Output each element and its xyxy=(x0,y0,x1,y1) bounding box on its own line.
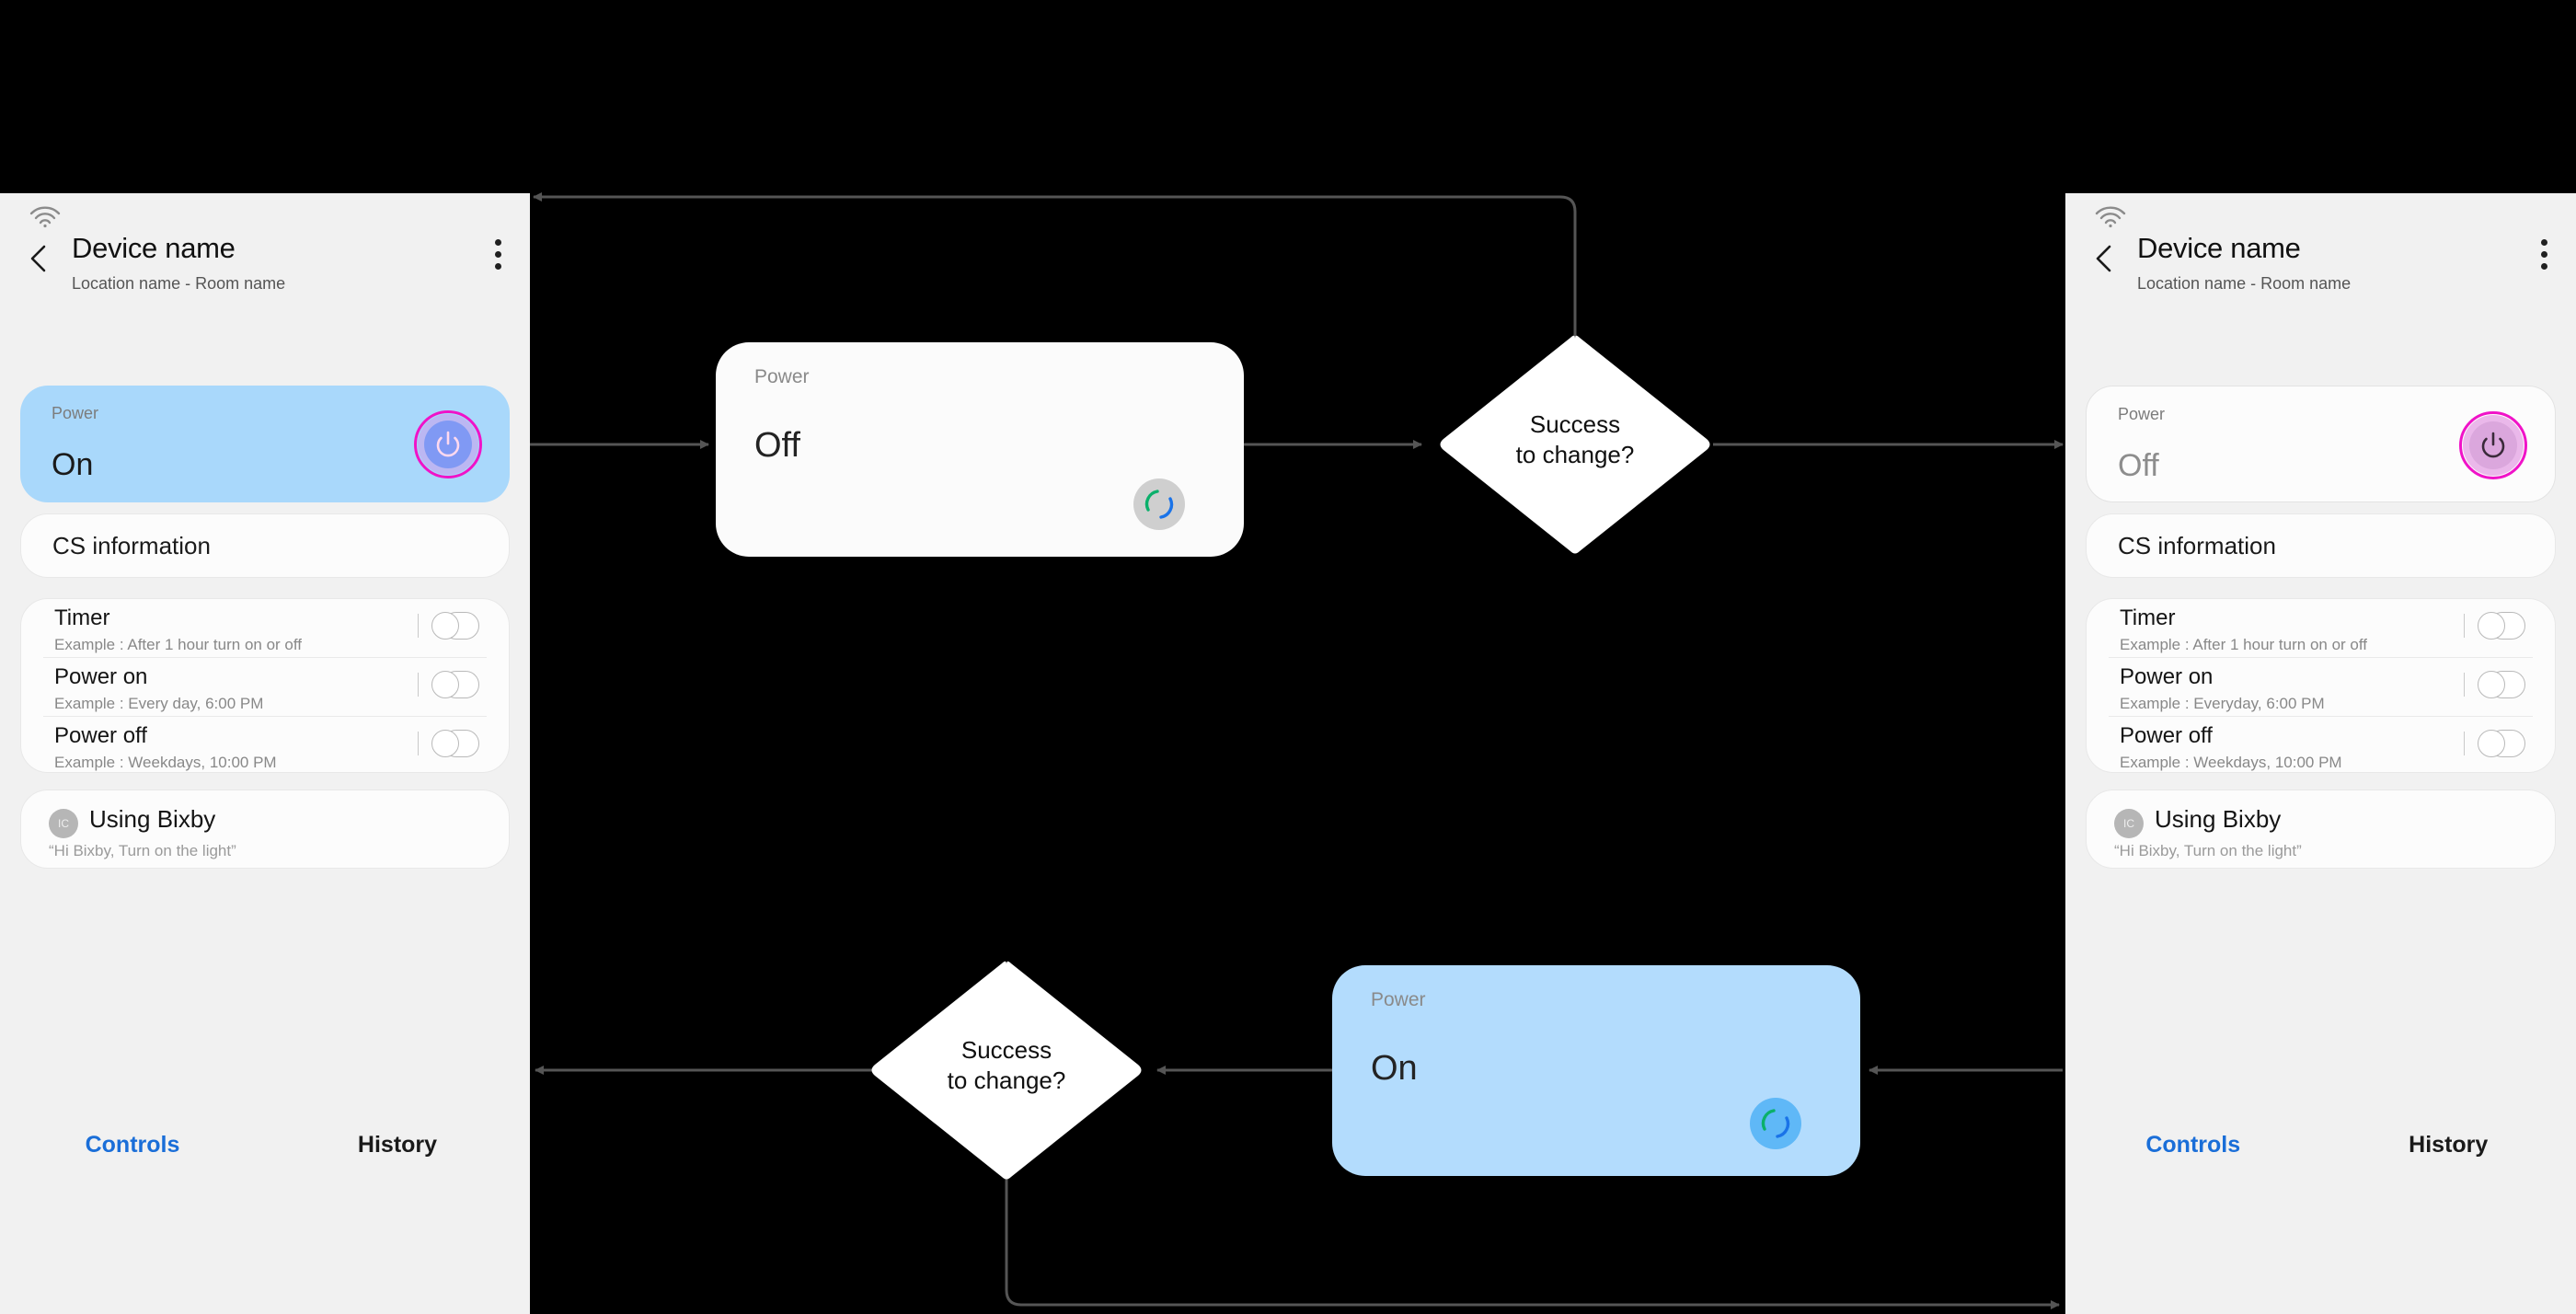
wifi-icon xyxy=(2095,206,2126,228)
schedule-card: Timer Example : After 1 hour turn on or … xyxy=(20,598,510,773)
page-title: Device name xyxy=(2137,232,2301,264)
divider xyxy=(2464,732,2465,755)
cs-information-label: CS information xyxy=(52,531,211,559)
divider xyxy=(418,732,419,755)
more-vertical-icon[interactable] xyxy=(493,239,502,276)
schedule-desc: Example : Weekdays, 10:00 PM xyxy=(54,754,277,771)
schedule-title: Power on xyxy=(54,664,148,689)
power-card-label: Power xyxy=(52,404,99,422)
schedule-row-power-off[interactable]: Power off Example : Weekdays, 10:00 PM xyxy=(2109,716,2533,775)
schedule-toggle-power-on[interactable] xyxy=(2478,671,2525,698)
power-card-label: Power xyxy=(2118,405,2166,423)
more-vertical-icon[interactable] xyxy=(2539,239,2548,276)
schedule-desc: Example : After 1 hour turn on or off xyxy=(54,636,303,653)
phone-panel-left: Device name Location name - Room name Po… xyxy=(0,193,530,1314)
power-card-value: Off xyxy=(2118,448,2159,483)
cs-information-card[interactable]: CS information xyxy=(2086,513,2556,578)
flow-card-off-label: Power xyxy=(754,366,810,387)
flow-card-on-label: Power xyxy=(1371,989,1426,1010)
schedule-title: Timer xyxy=(2120,605,2176,630)
divider xyxy=(2464,673,2465,697)
tab-controls[interactable]: Controls xyxy=(2145,1132,2241,1158)
back-chevron-icon[interactable] xyxy=(2089,243,2121,274)
wifi-icon xyxy=(29,206,61,228)
app-bar: Device name Location name - Room name xyxy=(2065,232,2576,313)
bixby-badge-icon: IC xyxy=(49,809,78,838)
divider xyxy=(2464,614,2465,638)
schedule-title: Power off xyxy=(2120,723,2213,748)
bixby-title: Using Bixby xyxy=(89,805,216,833)
status-bar xyxy=(2065,193,2576,234)
schedule-row-timer[interactable]: Timer Example : After 1 hour turn on or … xyxy=(2109,599,2533,657)
schedule-toggle-power-on[interactable] xyxy=(431,671,479,698)
schedule-desc: Example : Everyday, 6:00 PM xyxy=(2120,695,2325,712)
bixby-card[interactable]: IC Using Bixby “Hi Bixby, Turn on the li… xyxy=(2086,790,2556,869)
app-bar: Device name Location name - Room name xyxy=(0,232,530,313)
loading-spinner-icon xyxy=(1750,1098,1801,1149)
schedule-desc: Example : After 1 hour turn on or off xyxy=(2120,636,2368,653)
power-card[interactable]: Power Off xyxy=(2086,386,2556,502)
flow-card-off-value: Off xyxy=(754,426,800,465)
bixby-badge-icon: IC xyxy=(2114,809,2144,838)
status-bar xyxy=(0,193,530,234)
schedule-card: Timer Example : After 1 hour turn on or … xyxy=(2086,598,2556,773)
page-subtitle: Location name - Room name xyxy=(72,274,286,293)
decision-bottom-line2: to change? xyxy=(947,1066,1066,1094)
loading-spinner-icon xyxy=(1133,478,1185,530)
schedule-title: Timer xyxy=(54,605,110,630)
cs-information-label: CS information xyxy=(2118,531,2276,559)
tab-history[interactable]: History xyxy=(2409,1132,2489,1158)
phone-panel-right: Device name Location name - Room name Po… xyxy=(2065,193,2576,1314)
decision-diamond-top xyxy=(1440,335,1710,554)
schedule-desc: Example : Weekdays, 10:00 PM xyxy=(2120,754,2342,771)
schedule-desc: Example : Every day, 6:00 PM xyxy=(54,695,264,712)
tab-bar: Controls History xyxy=(0,1132,530,1187)
tab-controls[interactable]: Controls xyxy=(85,1132,180,1158)
schedule-title: Power off xyxy=(54,723,147,748)
tab-bar: Controls History xyxy=(2065,1132,2576,1187)
flow-card-on-value: On xyxy=(1371,1049,1418,1088)
page-subtitle: Location name - Room name xyxy=(2137,274,2352,293)
decision-top-line1: Success xyxy=(1529,410,1621,438)
schedule-toggle-timer[interactable] xyxy=(2478,612,2525,640)
decision-diamond-bottom xyxy=(871,961,1142,1180)
power-highlight-ring xyxy=(414,410,482,478)
connector-decision-loop-bottom xyxy=(1005,1178,2060,1309)
back-chevron-icon[interactable] xyxy=(24,243,55,274)
divider xyxy=(418,673,419,697)
schedule-row-power-on[interactable]: Power on Example : Every day, 6:00 PM xyxy=(43,657,487,716)
bixby-quote: “Hi Bixby, Turn on the light” xyxy=(49,842,236,859)
power-icon xyxy=(2481,432,2505,458)
decision-top-line2: to change? xyxy=(1515,440,1635,468)
power-toggle-button[interactable] xyxy=(414,410,482,478)
schedule-toggle-timer[interactable] xyxy=(431,612,479,640)
schedule-title: Power on xyxy=(2120,664,2214,689)
flow-card-power-off: Power Off xyxy=(716,342,1244,557)
bixby-card[interactable]: IC Using Bixby “Hi Bixby, Turn on the li… xyxy=(20,790,510,869)
power-highlight-ring xyxy=(2459,411,2527,479)
divider xyxy=(418,614,419,638)
power-icon xyxy=(436,431,460,457)
flow-card-power-on: Power On xyxy=(1332,965,1860,1176)
schedule-row-timer[interactable]: Timer Example : After 1 hour turn on or … xyxy=(43,599,487,657)
power-card[interactable]: Power On xyxy=(20,386,510,502)
connector-decision-loop-top xyxy=(533,192,1577,337)
power-toggle-button[interactable] xyxy=(2459,411,2527,479)
decision-bottom-line1: Success xyxy=(960,1036,1052,1064)
bixby-quote: “Hi Bixby, Turn on the light” xyxy=(2114,842,2302,859)
schedule-toggle-power-off[interactable] xyxy=(2478,730,2525,757)
tab-history[interactable]: History xyxy=(357,1132,438,1158)
schedule-toggle-power-off[interactable] xyxy=(431,730,479,757)
decision-bottom-label: Success to change? xyxy=(868,1035,1144,1095)
power-card-value: On xyxy=(52,447,94,482)
bixby-title: Using Bixby xyxy=(2155,805,2282,833)
schedule-row-power-off[interactable]: Power off Example : Weekdays, 10:00 PM xyxy=(43,716,487,775)
decision-top-label: Success to change? xyxy=(1437,409,1713,469)
schedule-row-power-on[interactable]: Power on Example : Everyday, 6:00 PM xyxy=(2109,657,2533,716)
cs-information-card[interactable]: CS information xyxy=(20,513,510,578)
page-title: Device name xyxy=(72,232,236,264)
